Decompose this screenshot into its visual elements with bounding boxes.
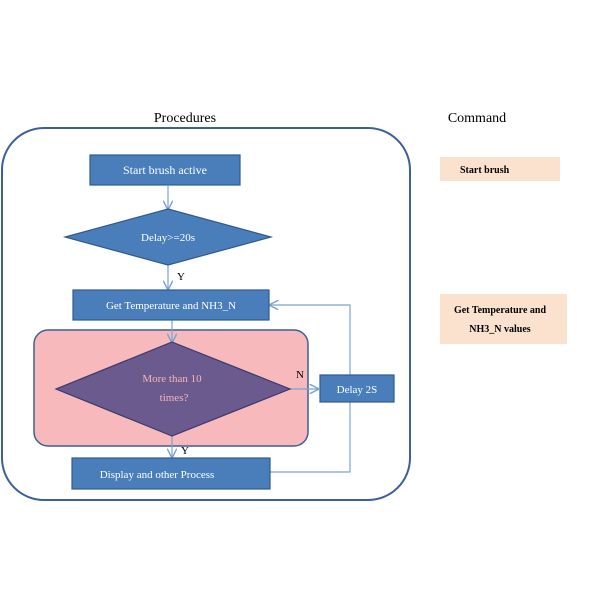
command-get-temp-label-line1: Get Temperature and — [454, 305, 546, 316]
procedures-heading: Procedures — [154, 111, 216, 126]
arrow-delay2s-loop-back — [270, 305, 351, 375]
delay-check-diamond — [62, 208, 274, 266]
decision-label-line1: More than 10 — [142, 373, 202, 385]
get-temperature-box — [72, 289, 270, 321]
procedures-container — [1, 127, 411, 501]
decision-label-line2: times? — [160, 392, 189, 404]
label-yes-2: Y — [181, 445, 189, 457]
line-display-to-delay2s — [270, 402, 351, 473]
start-box-label: Start brush active — [123, 163, 207, 177]
display-process-box — [71, 457, 271, 490]
get-temperature-label: Get Temperature and NH3_N — [106, 300, 236, 312]
delay-2s-box — [319, 374, 395, 403]
display-process-label: Display and other Process — [100, 469, 215, 481]
label-yes-1: Y — [177, 271, 185, 283]
command-get-temp-label-line2: NH3_N values — [469, 324, 531, 335]
start-box — [89, 154, 241, 186]
decision-diamond — [54, 341, 292, 437]
command-start-brush-box — [440, 157, 560, 181]
delay-2s-label: Delay 2S — [337, 384, 378, 396]
label-no: N — [296, 369, 304, 381]
command-heading: Command — [448, 111, 506, 126]
command-start-brush-label: Start brush — [460, 165, 510, 176]
command-get-temp-box — [440, 294, 567, 344]
delay-check-label: Delay>=20s — [141, 232, 195, 244]
